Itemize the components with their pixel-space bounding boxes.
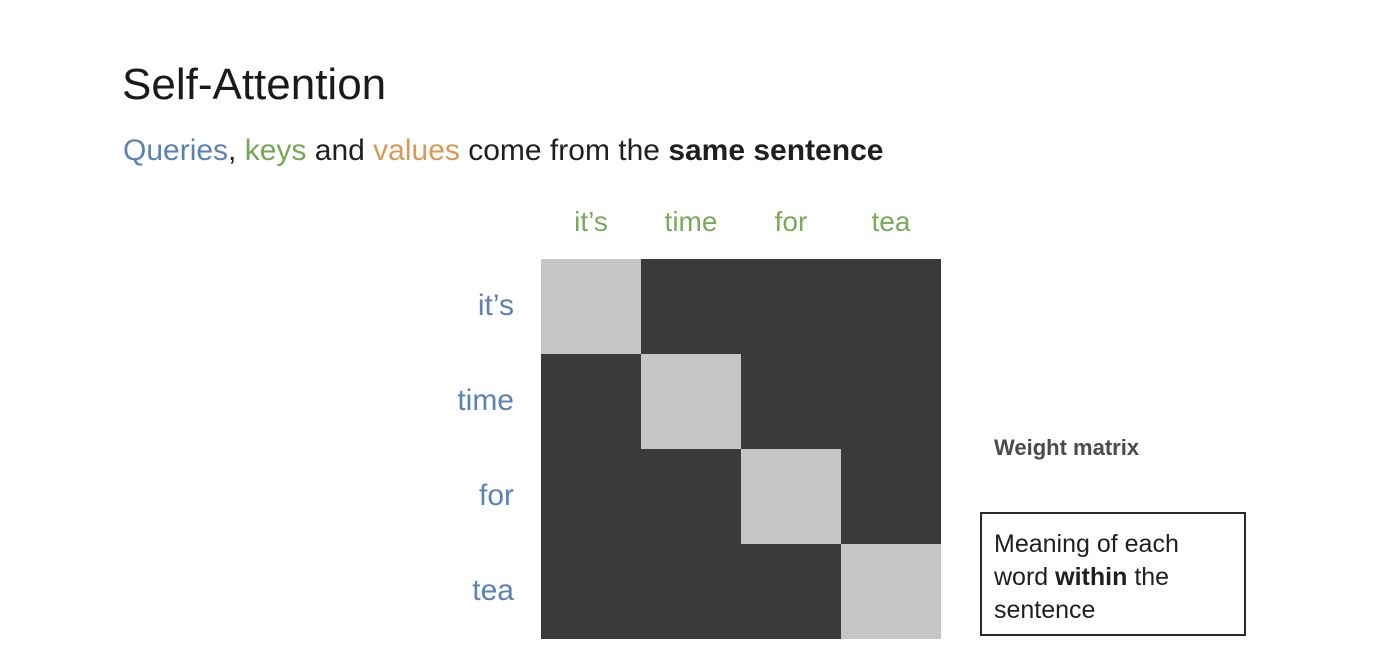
- matrix-cell-1-3: [841, 354, 941, 449]
- column-label-tea: tea: [871, 206, 911, 237]
- slide-title: Self-Attention: [122, 60, 387, 109]
- meaning-note-box: Meaning of each word within the sentence: [980, 512, 1246, 636]
- matrix-cell-3-2: [741, 544, 841, 639]
- matrix-cell-2-3: [841, 449, 941, 544]
- matrix-cell-2-1: [641, 449, 741, 544]
- column-label-for: for: [774, 206, 808, 237]
- subtitle-keys: keys: [244, 134, 307, 167]
- row-label-time: time: [457, 384, 514, 417]
- row-label-tea: tea: [472, 574, 514, 607]
- subtitle-emphasis: same sentence: [668, 134, 884, 167]
- matrix-cell-0-2: [741, 259, 841, 354]
- subtitle-rest: come from the: [468, 134, 660, 167]
- weight-matrix-grid: [541, 259, 941, 639]
- matrix-cell-1-2: [741, 354, 841, 449]
- note-text-part2: the sentence: [994, 563, 1170, 624]
- subtitle-queries: Queries: [123, 134, 229, 167]
- row-label-its: it’s: [477, 289, 514, 322]
- column-label-time: time: [664, 206, 718, 237]
- matrix-cell-3-0: [541, 544, 641, 639]
- subtitle-and: and: [314, 134, 365, 167]
- matrix-cell-0-0: [541, 259, 641, 354]
- matrix-cell-1-1: [641, 354, 741, 449]
- subtitle-comma: ,: [228, 134, 237, 167]
- subtitle-values: values: [373, 134, 460, 167]
- matrix-cell-3-3: [841, 544, 941, 639]
- matrix-cell-2-0: [541, 449, 641, 544]
- matrix-cell-0-3: [841, 259, 941, 354]
- matrix-cell-1-0: [541, 354, 641, 449]
- note-text-part1: Meaning of each word: [994, 530, 1179, 591]
- matrix-cell-0-1: [641, 259, 741, 354]
- slide-subtitle: Queries, keys and values come from the s…: [123, 131, 883, 171]
- note-text-bold: within: [1055, 563, 1128, 591]
- weight-matrix-label: Weight matrix: [994, 435, 1140, 460]
- matrix-cell-3-1: [641, 544, 741, 639]
- matrix-cell-2-2: [741, 449, 841, 544]
- row-label-for: for: [478, 479, 514, 512]
- column-label-its: it’s: [574, 206, 608, 237]
